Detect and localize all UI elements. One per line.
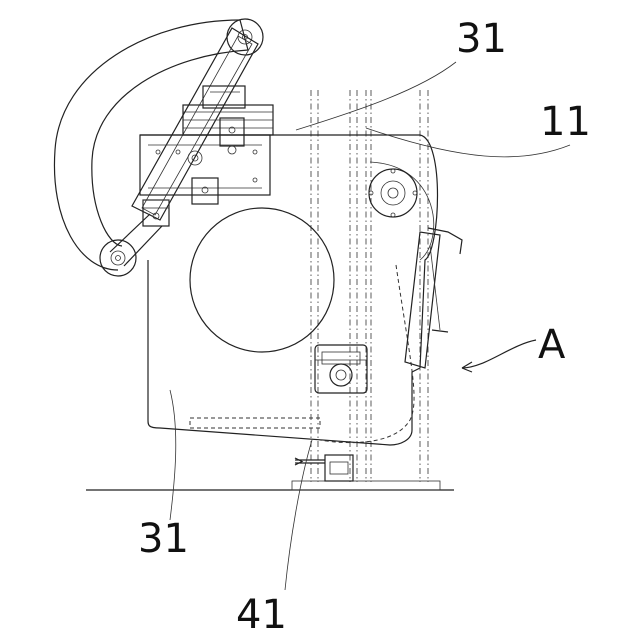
- base-plate: [292, 481, 440, 490]
- linkage: [110, 28, 258, 266]
- arrow-a: [462, 340, 536, 372]
- label-41: 41: [236, 592, 287, 638]
- brackets: [143, 118, 257, 226]
- motor-unit: [315, 345, 367, 393]
- leader-lines: [170, 62, 570, 590]
- label-31-top: 31: [456, 16, 507, 62]
- side-handle: [405, 228, 462, 368]
- bottom-mechanism: [190, 418, 353, 481]
- vertical-columns: [311, 90, 428, 482]
- label-a: A: [538, 322, 566, 368]
- label-31-bottom: 31: [138, 516, 189, 562]
- drum: [190, 208, 334, 352]
- curved-arm: [54, 19, 263, 276]
- pulley: [369, 169, 417, 217]
- main-frame: [140, 135, 438, 445]
- label-11: 11: [540, 99, 591, 145]
